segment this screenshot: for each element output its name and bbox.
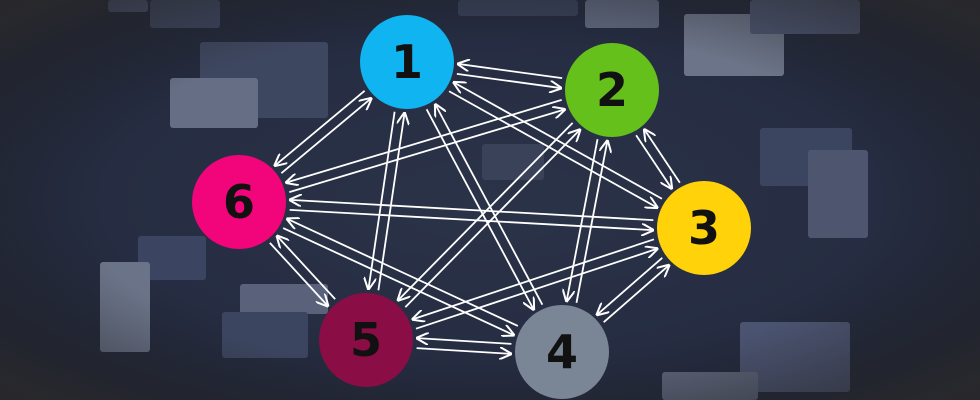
edge-arrow-1-5-rev xyxy=(377,113,404,291)
node-circle xyxy=(360,15,454,109)
node-circle xyxy=(192,155,286,249)
node-layer: 1 2 3 4 5 6 xyxy=(192,15,751,399)
edge-arrow-3-4-rev xyxy=(603,265,669,323)
edge-arrow-2-4 xyxy=(567,138,599,301)
node-2: 2 xyxy=(565,43,659,137)
edge-arrow-4-6-rev xyxy=(282,227,513,335)
node-circle xyxy=(515,305,609,399)
edge-arrow-2-3 xyxy=(635,134,671,188)
node-label: 6 xyxy=(223,175,255,229)
node-label: 5 xyxy=(350,313,382,367)
node-label: 1 xyxy=(391,35,423,89)
node-3: 3 xyxy=(657,181,751,275)
edge-arrow-3-6 xyxy=(290,200,654,222)
node-label: 2 xyxy=(596,63,628,117)
edge-arrow-3-5 xyxy=(413,238,655,319)
edge-arrow-1-6-rev xyxy=(280,98,371,174)
edge-arrow-1-4 xyxy=(425,108,534,309)
edge-arrow-2-6-rev xyxy=(289,109,564,193)
node-circle xyxy=(657,181,751,275)
node-6: 6 xyxy=(192,155,286,249)
edge-arrow-1-4-rev xyxy=(435,105,544,306)
edge-arrow-1-2 xyxy=(456,72,561,88)
edge-arrow-2-4-rev xyxy=(575,141,607,304)
edge-arrow-4-5-rev xyxy=(416,348,511,354)
edge-arrow-1-6 xyxy=(275,90,366,166)
edge-arrow-1-2-rev xyxy=(458,64,563,80)
edge-arrow-4-6 xyxy=(287,219,519,327)
edge-arrow-4-5 xyxy=(417,338,512,344)
edge-layer xyxy=(269,64,681,354)
node-circle xyxy=(319,293,413,387)
edge-arrow-1-3-rev xyxy=(454,83,663,200)
edge-arrow-2-5-rev xyxy=(404,130,579,308)
node-5: 5 xyxy=(319,293,413,387)
edge-arrow-3-6-rev xyxy=(289,208,653,230)
node-4: 4 xyxy=(515,305,609,399)
edge-arrow-2-6 xyxy=(286,99,562,183)
node-1: 1 xyxy=(360,15,454,109)
edge-arrow-1-3 xyxy=(448,90,657,207)
edge-arrow-5-6 xyxy=(277,236,336,300)
edge-arrow-2-3-rev xyxy=(644,130,681,184)
edge-arrow-5-6-rev xyxy=(269,242,328,306)
node-label: 3 xyxy=(688,201,720,255)
edge-arrow-3-5-rev xyxy=(415,249,657,330)
node-circle xyxy=(565,43,659,137)
node-label: 4 xyxy=(546,325,578,379)
edge-arrow-3-4 xyxy=(597,257,663,315)
